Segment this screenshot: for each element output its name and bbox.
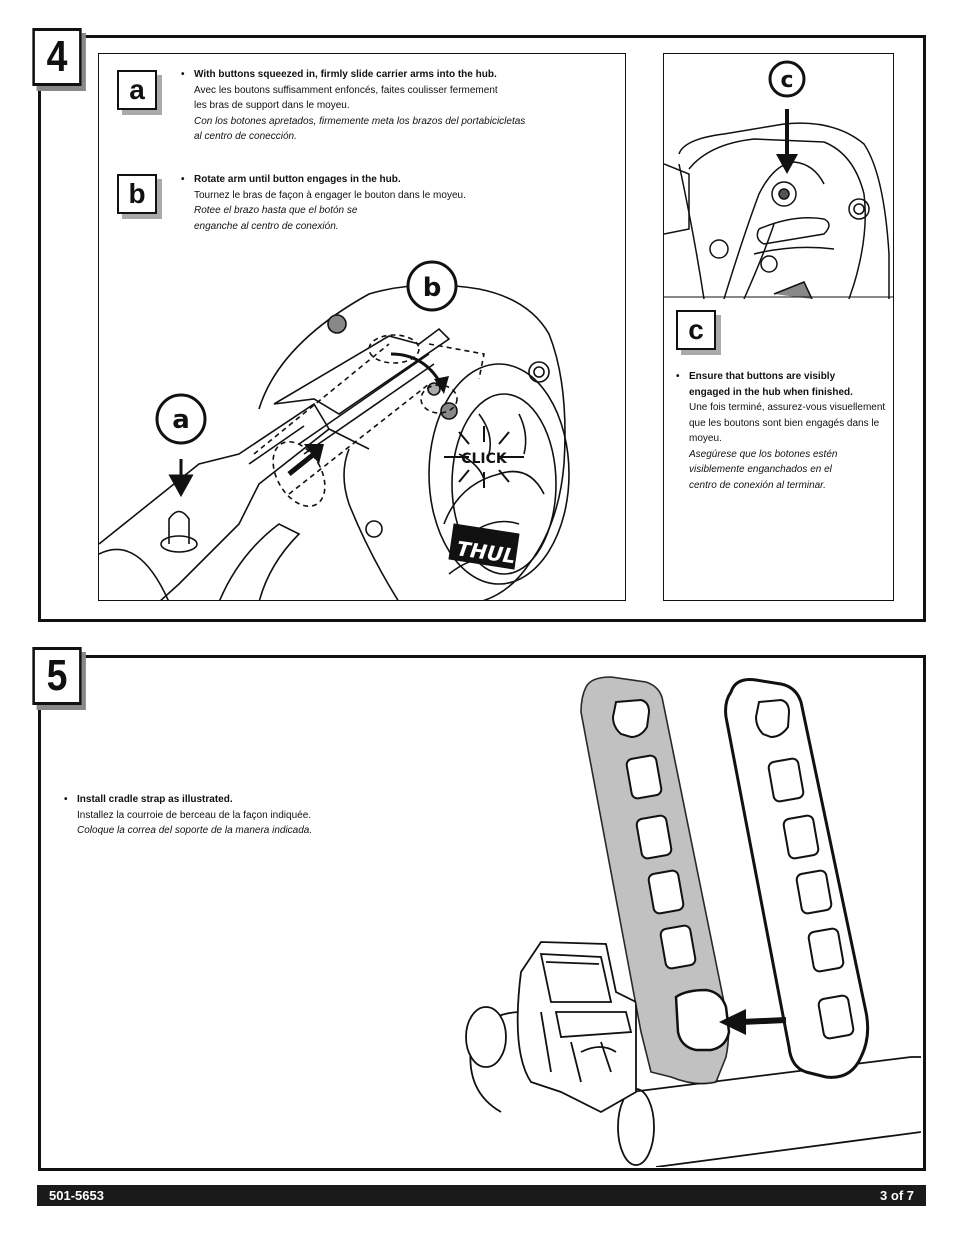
instruction-c-fr: que les boutons sont bien engagés dans l… — [689, 417, 880, 429]
callout-a-circle — [155, 393, 207, 445]
substep-b-label: b — [117, 174, 157, 214]
bullet: • — [181, 69, 185, 80]
step-4-detail-panel: c c • Ensure that buttons are visibly en… — [663, 53, 894, 601]
page-number: 3 of 7 — [880, 1188, 914, 1203]
instruction-a-en: With buttons squeezed in, firmly slide c… — [194, 69, 497, 80]
bullet: • — [181, 174, 185, 185]
hub-assembly-illustration: THULE a b CLICK — [99, 260, 570, 600]
substep-c-label: c — [676, 310, 716, 350]
instruction-b-fr: Tournez le bras de façon à engager le bo… — [194, 189, 466, 201]
instruction-c-es: Asegúrese que los botones estén — [689, 448, 838, 460]
callout-a-label: a — [172, 405, 190, 435]
instruction-5-fr: Installez la courroie de berceau de la f… — [77, 809, 312, 821]
callout-c-circle — [768, 60, 806, 98]
thule-logo-plate — [448, 523, 520, 570]
instruction-a: • With buttons squeezed in, firmly slide… — [181, 67, 614, 145]
callout-b-label: b — [423, 273, 442, 303]
callout-c-label: c — [780, 68, 793, 93]
bullet: • — [676, 371, 680, 382]
instruction-c-fr: moyeu. — [689, 433, 722, 444]
down-arrow-icon — [168, 459, 194, 498]
hub-detail-illustration: c — [664, 60, 893, 299]
instruction-a-fr: Avec les boutons suffisamment enfoncés, … — [194, 84, 498, 96]
callout-b-circle — [406, 260, 458, 312]
instruction-c-en: engaged in the hub when finished. — [689, 386, 853, 398]
part-number: 501-5653 — [49, 1188, 104, 1203]
thule-logo: THULE — [455, 536, 531, 570]
step-4-main-panel: THULE a b CLICK a b • With buttons sq — [98, 53, 626, 601]
instruction-a-fr: les bras de support dans le moyeu. — [194, 100, 350, 111]
instruction-c-es: visiblemente enganchados en el — [689, 464, 832, 475]
instruction-5-en: Install cradle strap as illustrated. — [77, 794, 233, 805]
instruction-5-es: Coloque la correa del soporte de la mane… — [77, 825, 313, 836]
left-arrow-icon — [740, 1017, 787, 1025]
instruction-c-fr: Une fois terminé, assurez-vous visuellem… — [689, 402, 886, 413]
instruction-a-es: al centro de conección. — [194, 131, 297, 142]
instruction-b: • Rotate arm until button engages in the… — [181, 172, 614, 234]
instruction-5: • Install cradle strap as illustrated. I… — [64, 792, 407, 839]
cradle-strap-illustration — [465, 676, 921, 1167]
insert-arrow-icon — [287, 452, 316, 476]
click-label: CLICK — [461, 451, 508, 467]
step-4-number: 4 — [32, 28, 82, 86]
instruction-b-es: enganche al centro de conexión. — [194, 220, 339, 232]
click-burst-icon — [444, 426, 524, 488]
instruction-c-en: Ensure that buttons are visibly — [689, 371, 836, 382]
instruction-b-es: Rotee el brazo hasta que el botón se — [194, 205, 358, 216]
strap-end — [674, 988, 731, 1052]
substep-a-label: a — [117, 70, 157, 110]
instruction-a-es: Con los botones apretados, firmemente me… — [194, 115, 526, 127]
bullet: • — [64, 794, 68, 805]
instruction-c-es: centro de conexión al terminar. — [689, 479, 826, 491]
instruction-b-en: Rotate arm until button engages in the h… — [194, 174, 401, 185]
page-footer: 501-5653 3 of 7 — [37, 1185, 926, 1206]
step-5-number: 5 — [32, 647, 82, 705]
instruction-c: • Ensure that buttons are visibly engage… — [676, 369, 889, 493]
